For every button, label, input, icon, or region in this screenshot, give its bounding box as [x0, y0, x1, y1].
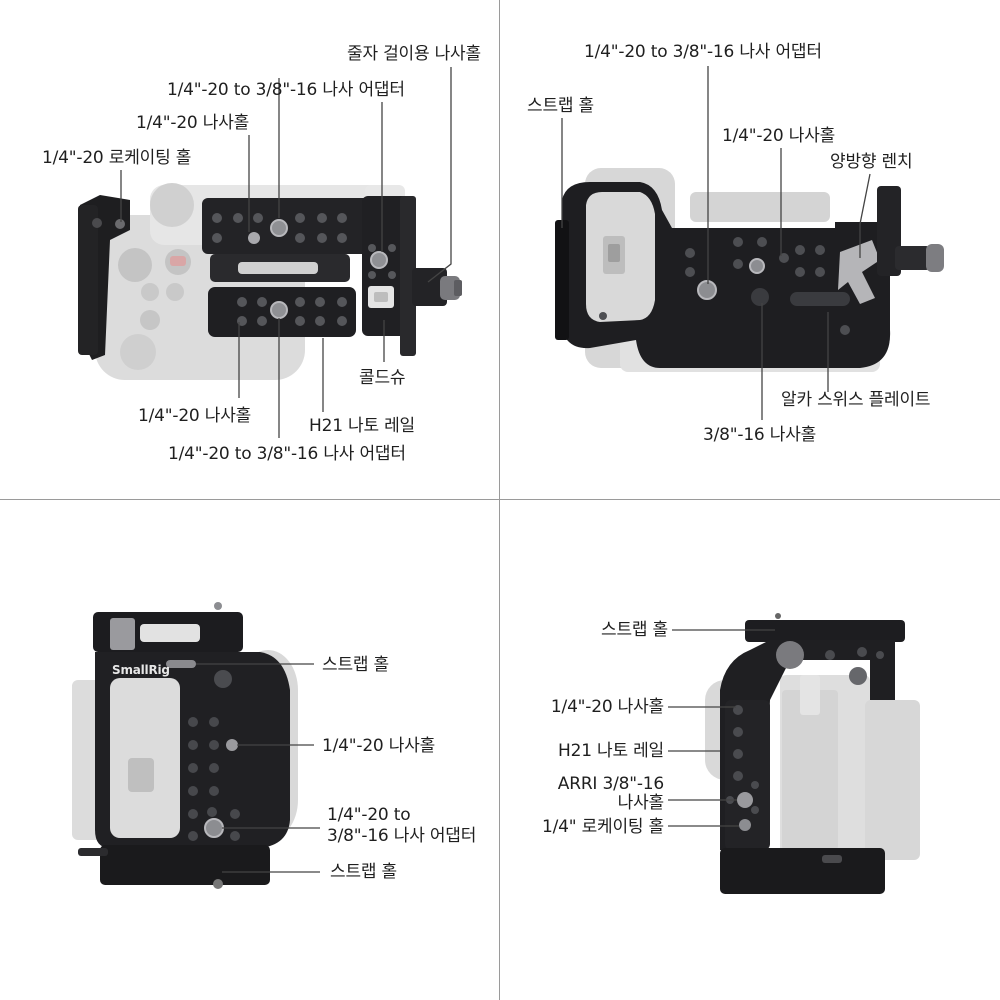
label-screw-hole: 1/4"-20 나사홀 — [322, 736, 436, 756]
label-locating-hole: 1/4"-20 로케이팅 홀 — [42, 148, 192, 168]
label-screw-hole-top: 1/4"-20 나사홀 — [136, 113, 250, 133]
label-locating-hole: 1/4" 로케이팅 홀 — [542, 817, 664, 837]
top-right-bottom-view — [555, 168, 944, 372]
label-screw-hole-38: 3/8"-16 나사홀 — [703, 425, 817, 445]
label-arca-plate: 알카 스위스 플레이트 — [781, 390, 931, 410]
label-adapter-bottom: 1/4"-20 to 3/8"-16 나사 어댑터 — [168, 444, 406, 464]
top-left-top-view — [78, 183, 462, 380]
label-cold-shoe: 콜드슈 — [359, 368, 406, 388]
label-adapter: 1/4"-20 to 3/8"-16 나사 어댑터 — [584, 42, 822, 62]
vertical-divider — [499, 0, 500, 1000]
label-strap-hole: 스트랩 홀 — [601, 620, 668, 640]
bottom-right-callout-lines — [668, 629, 775, 827]
label-strap-hole-top: 스트랩 홀 — [322, 655, 389, 675]
bottom-right-side-view — [705, 613, 920, 894]
bottom-left-side-view — [72, 602, 298, 889]
label-nato-rail: H21 나토 레일 — [309, 416, 415, 436]
top-left-callout-lines — [120, 67, 452, 438]
label-screw-hole: 1/4"-20 나사홀 — [722, 126, 836, 146]
bottom-left-callout-lines — [196, 663, 320, 873]
label-adapter-top: 1/4"-20 to 3/8"-16 나사 어댑터 — [167, 80, 405, 100]
label-adapter-line1: 1/4"-20 to — [327, 805, 411, 825]
label-screw-hole-bottom: 1/4"-20 나사홀 — [138, 406, 252, 426]
smallrig-brand: SmallRig — [112, 663, 170, 677]
horizontal-divider — [0, 499, 1000, 500]
label-arri-line2: 나사홀 — [617, 793, 665, 813]
label-cable-tie-hole: 줄자 걸이용 나사홀 — [347, 44, 481, 64]
label-arri-line1: ARRI 3/8"-16 — [557, 774, 664, 794]
label-adapter-line2: 3/8"-16 나사 어댑터 — [327, 826, 477, 846]
label-strap-hole: 스트랩 홀 — [527, 96, 594, 116]
label-screw-hole: 1/4"-20 나사홀 — [550, 697, 664, 717]
label-wrench: 양방향 렌치 — [830, 152, 913, 172]
top-right-callout-lines — [561, 66, 871, 420]
label-nato-rail: H21 나토 레일 — [558, 741, 664, 761]
label-strap-hole-bottom: 스트랩 홀 — [330, 862, 397, 882]
